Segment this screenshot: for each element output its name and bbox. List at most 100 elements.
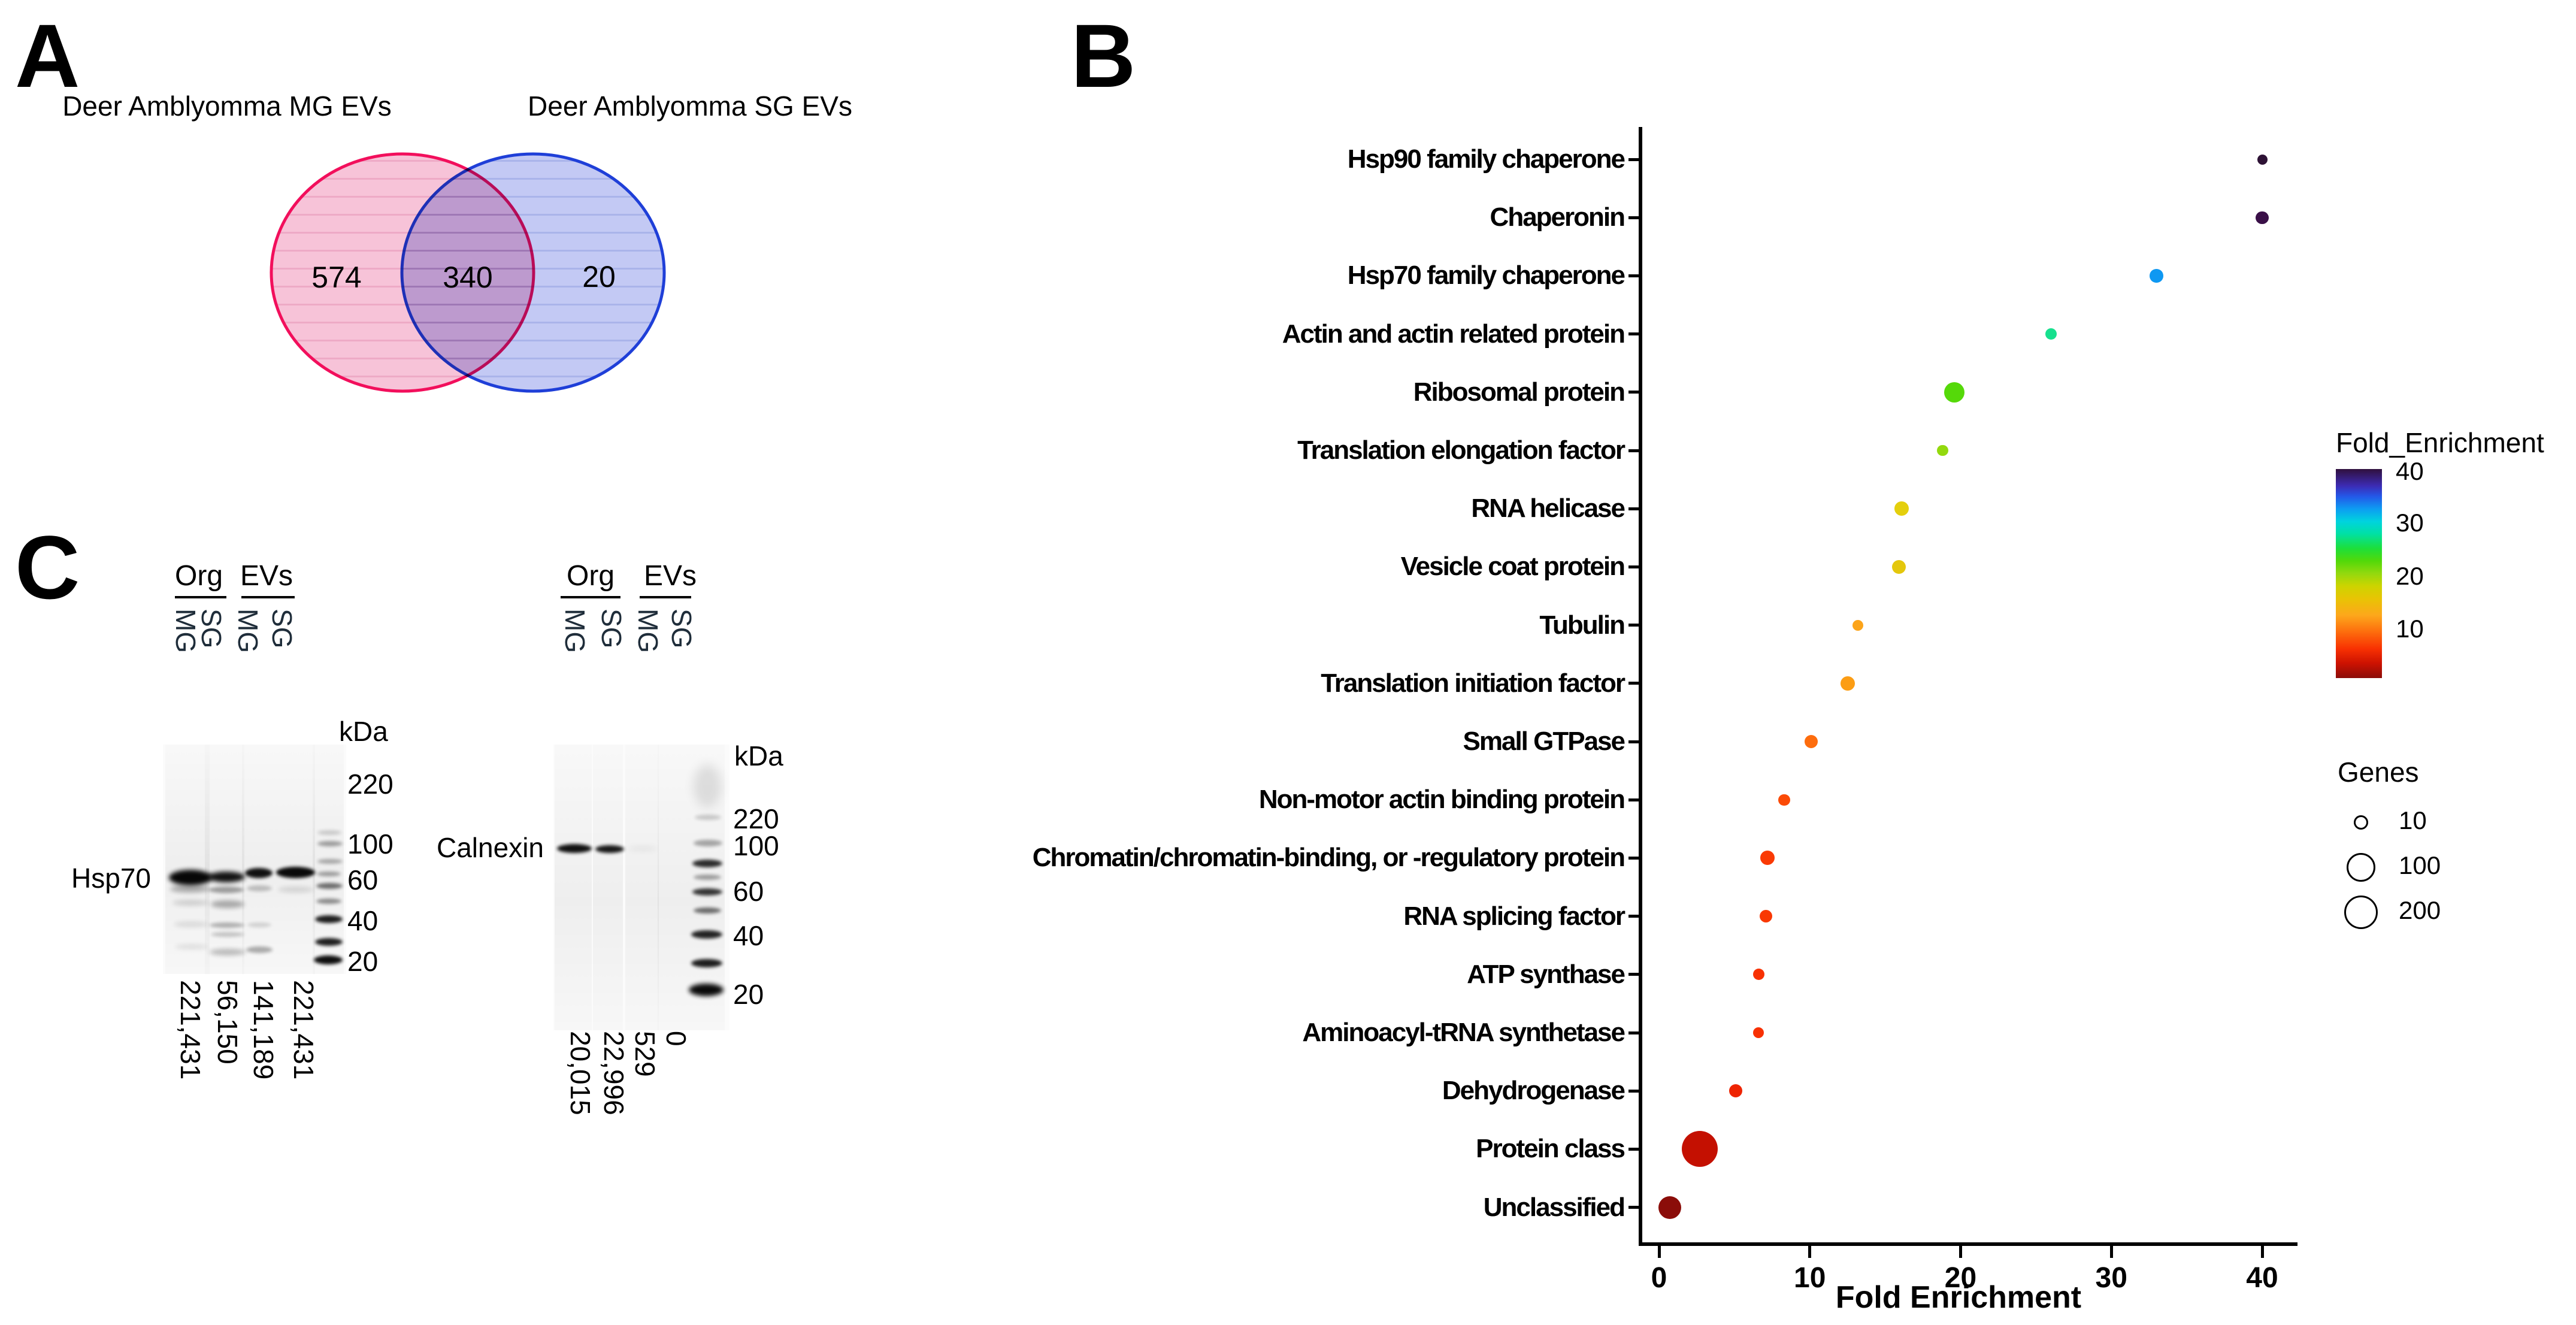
kda-title: kDa [734, 740, 783, 772]
protein-band [692, 888, 722, 896]
category-label: Chromatin/chromatin-binding, or -regulat… [1032, 843, 1625, 873]
genes-legend-circle [2344, 896, 2378, 929]
protein-band [694, 875, 721, 880]
protein-band [172, 900, 208, 906]
y-axis-tick-mark [1628, 624, 1639, 627]
x-axis-tick-label: 40 [2246, 1262, 2278, 1294]
colorbar-tick-label: 10 [2396, 614, 2424, 643]
target-protein-label: Calnexin [437, 832, 544, 863]
kda-marker-label: 20 [733, 979, 764, 1010]
genes-legend-circle [2354, 815, 2368, 830]
lane-label: SG [666, 609, 697, 649]
lane-label: MG [232, 609, 264, 654]
fold-legend-title: Fold_Enrichment [2336, 427, 2544, 458]
venn-count-overlap: 340 [443, 261, 493, 294]
y-axis-tick-mark [1628, 565, 1639, 568]
panel-c-letter: C [15, 517, 80, 618]
kda-marker-label: 100 [347, 828, 393, 860]
kda-marker-label: 220 [347, 769, 393, 800]
lane-smear [625, 745, 659, 1030]
lane-label: MG [559, 609, 591, 654]
data-dot [1778, 794, 1790, 806]
lane-label: SG [267, 609, 298, 649]
category-label: Aminoacyl-tRNA synthetase [1302, 1018, 1625, 1047]
data-dot [1840, 676, 1855, 691]
protein-band [208, 872, 245, 882]
target-protein-label: Hsp70 [71, 863, 151, 894]
protein-band [247, 885, 272, 891]
header-underline [175, 596, 226, 598]
lane-smear [242, 745, 273, 974]
y-axis-tick-mark [1628, 973, 1639, 976]
protein-band [694, 907, 721, 913]
data-dot [1658, 1196, 1681, 1219]
header-underline [561, 596, 620, 598]
lane-value: 22,996 [598, 1031, 629, 1115]
sample-group-header: EVs [643, 560, 697, 592]
y-axis-tick-mark [1628, 740, 1639, 743]
protein-band [169, 870, 212, 885]
protein-band [694, 764, 721, 807]
lane-label: MG [632, 609, 664, 654]
venn-count-left-only: 574 [311, 261, 362, 294]
kda-marker-label: 100 [733, 830, 779, 861]
data-dot [2257, 154, 2268, 165]
protein-band [317, 859, 343, 864]
category-label: Chaperonin [1490, 202, 1625, 232]
lane-label: SG [596, 609, 627, 649]
lane-smear [658, 745, 690, 1030]
data-dot [1760, 851, 1775, 866]
panel-a-letter: A [15, 5, 80, 106]
data-dot [1891, 559, 1906, 574]
protein-band [314, 955, 343, 964]
data-dot [2256, 211, 2269, 224]
data-dot [1729, 1084, 1743, 1098]
category-label: Protein class [1476, 1134, 1625, 1164]
lane-label: SG [196, 609, 227, 649]
protein-band [209, 887, 244, 893]
colorbar-tick-mark [0, 12, 11, 14]
kda-marker-label: 40 [347, 905, 379, 936]
colorbar-tick-mark [0, 10, 11, 12]
protein-band [278, 887, 314, 893]
data-dot [1752, 969, 1764, 981]
header-underline [640, 596, 691, 598]
venn-count-right-only: 20 [582, 260, 616, 294]
protein-band [315, 938, 343, 946]
data-dot [1936, 444, 1948, 456]
protein-band [317, 841, 343, 846]
protein-band [175, 944, 208, 949]
protein-band [316, 883, 343, 889]
lane-smear [690, 745, 725, 1030]
x-axis-line [1639, 1242, 2297, 1246]
colorbar-tick-label: 40 [2396, 456, 2424, 485]
lane-smear [165, 745, 210, 974]
x-axis-title: Fold Enrichment [1835, 1280, 2082, 1315]
category-label: Translation elongation factor [1297, 435, 1625, 465]
blot-image [163, 745, 346, 974]
protein-band [595, 845, 624, 853]
sample-group-header: EVs [240, 560, 293, 592]
protein-band [211, 932, 244, 937]
data-dot [1805, 735, 1818, 748]
y-axis-tick-mark [1628, 682, 1639, 685]
data-dot [2150, 269, 2164, 283]
x-axis-tick-mark [2109, 1245, 2113, 1258]
sample-group-header: Org [174, 560, 223, 592]
colorbar-tick-mark [0, 7, 11, 10]
y-axis-tick-mark [1628, 158, 1639, 161]
protein-band [694, 840, 722, 846]
y-axis-tick-mark [1628, 798, 1639, 801]
lane-smear [313, 745, 344, 974]
y-axis-tick-mark [1628, 274, 1639, 277]
data-dot [1681, 1131, 1718, 1167]
protein-band [317, 872, 341, 876]
kda-marker-label: 40 [733, 920, 764, 951]
category-label: RNA helicase [1471, 494, 1625, 524]
lane-value: 141,189 [248, 980, 279, 1080]
category-label: Non-motor actin binding protein [1258, 785, 1625, 815]
protein-band [247, 922, 271, 927]
category-label: Small GTPase [1463, 727, 1625, 756]
protein-band [174, 921, 208, 927]
